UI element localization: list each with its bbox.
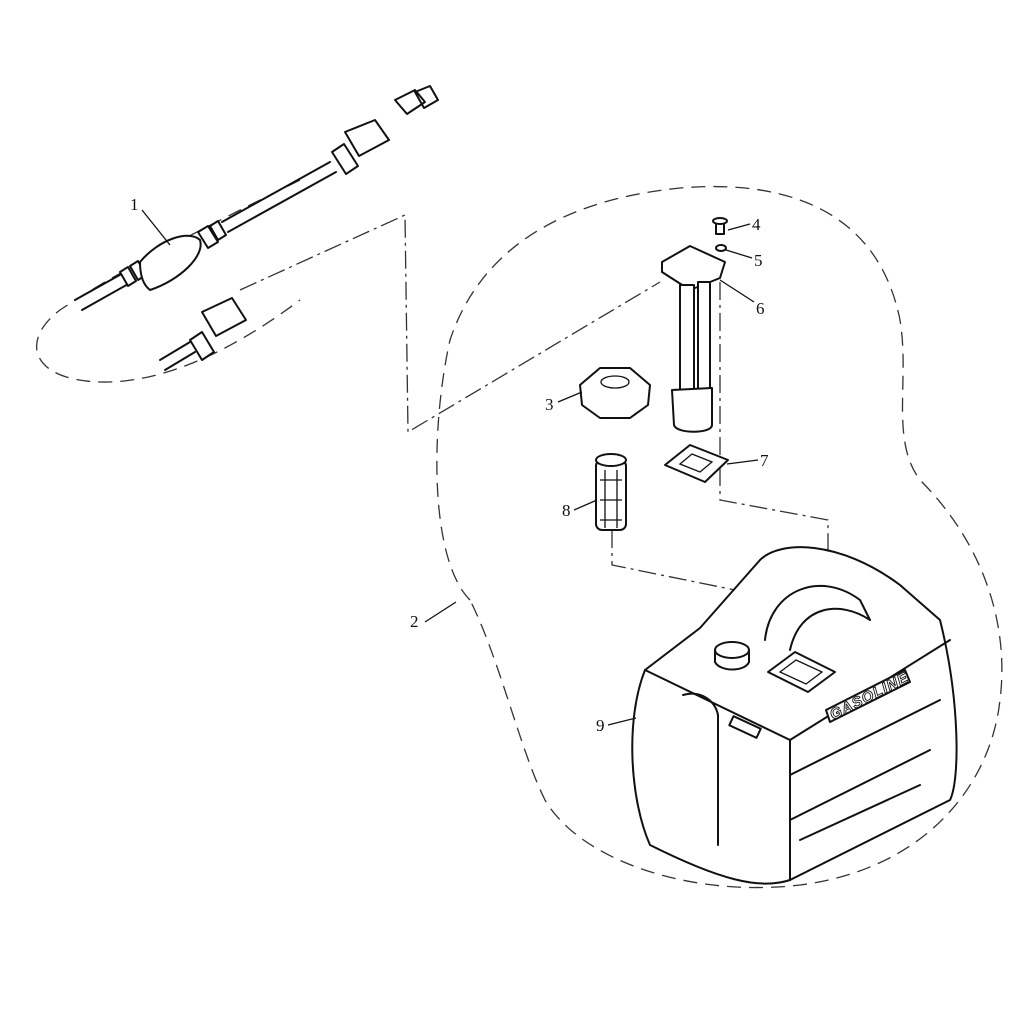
gasket xyxy=(664,444,729,483)
callout-9: 9 xyxy=(596,716,605,735)
callout-3: 3 xyxy=(545,395,554,414)
fuel-gauge-unit xyxy=(661,217,728,433)
fuel-tank: GASOLINE xyxy=(631,546,958,885)
callout-1: 1 xyxy=(130,195,139,214)
assembly-boundary xyxy=(436,185,1003,889)
callout-5: 5 xyxy=(754,251,763,270)
callout-6: 6 xyxy=(756,299,765,318)
cap-nut xyxy=(579,367,651,419)
connection-line-gauge xyxy=(719,282,829,668)
fuel-hose-assembly xyxy=(74,85,439,371)
callouts: 1 2 3 4 5 6 7 8 9 xyxy=(130,195,769,735)
callout-4: 4 xyxy=(752,215,761,234)
filter xyxy=(595,453,627,531)
connection-line-main xyxy=(239,213,661,434)
callout-2: 2 xyxy=(410,612,419,631)
callout-7: 7 xyxy=(760,451,769,470)
callout-8: 8 xyxy=(562,501,571,520)
